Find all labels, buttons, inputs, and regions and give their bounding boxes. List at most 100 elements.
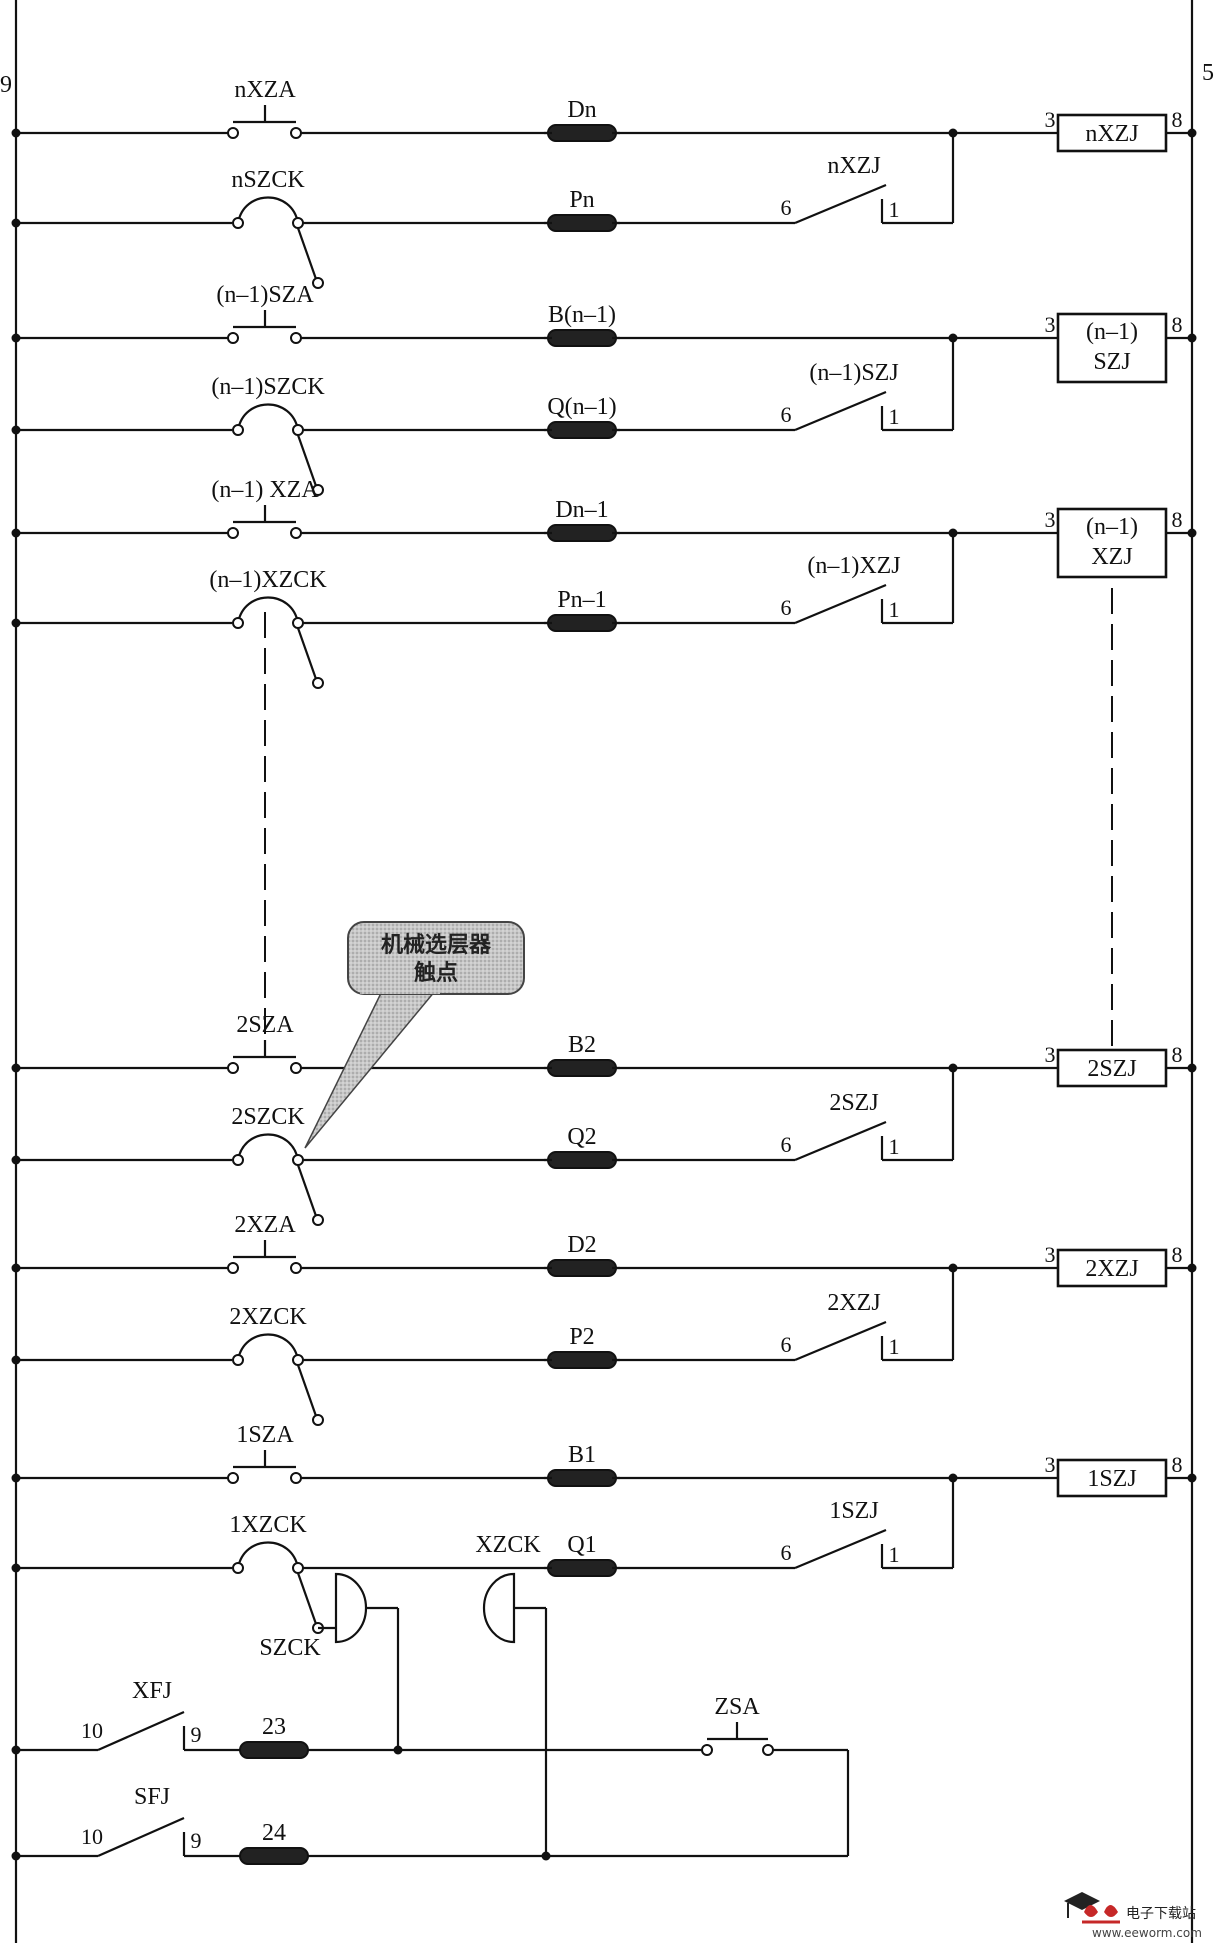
- pin-number: 1: [889, 1542, 900, 1567]
- relay-coil-label: XZJ: [1091, 544, 1132, 570]
- relay-coil-label: (n–1): [1086, 514, 1138, 540]
- callout-pointer: [304, 984, 442, 1149]
- pin-number: 8: [1172, 1042, 1183, 1067]
- holding-contact-blade: [794, 1320, 887, 1362]
- indicator-lamp: [547, 1559, 617, 1577]
- selector-arm: [296, 1164, 318, 1217]
- down-bell-icon: [482, 1572, 516, 1644]
- down-bell-label: XZCK: [475, 1532, 541, 1558]
- selector-terminal: [312, 484, 324, 496]
- pin-number: 1: [889, 404, 900, 429]
- pin-number: 8: [1172, 1242, 1183, 1267]
- selector-terminal: [292, 617, 304, 629]
- relay-coil-label: 2SZJ: [1087, 1056, 1136, 1082]
- indicator-lamp: [547, 1469, 617, 1487]
- relay-contact-blade: [97, 1816, 185, 1858]
- pin-number: 8: [1172, 107, 1183, 132]
- holding-contact-label: nXZJ: [827, 153, 880, 179]
- selector-terminal: [232, 617, 244, 629]
- lamp-label: Q1: [567, 1532, 596, 1558]
- holding-contact-blade: [794, 1528, 887, 1570]
- relay-coil: [1056, 507, 1168, 579]
- relay-coil-label: (n–1): [1086, 319, 1138, 345]
- up-bell-icon: [334, 1572, 368, 1644]
- selector-arm: [296, 434, 318, 487]
- button-label: nXZA: [234, 77, 296, 103]
- button-terminal: [227, 1262, 239, 1274]
- pin-number: 3: [1045, 507, 1056, 532]
- relay-coil-label: nXZJ: [1085, 121, 1138, 147]
- button-terminal: [290, 1262, 302, 1274]
- right-rail-label: 5: [1202, 60, 1214, 86]
- holding-contact-blade: [794, 390, 887, 432]
- selector-arm: [296, 1572, 318, 1625]
- pin-number: 10: [81, 1718, 103, 1743]
- indicator-lamp: [547, 1259, 617, 1277]
- lamp-label: Q(n–1): [547, 394, 616, 420]
- pin-number: 9: [191, 1722, 202, 1747]
- left-rail-label: 9: [0, 72, 12, 98]
- selector-label: 2SZCK: [231, 1104, 305, 1130]
- indicator-lamp: [547, 1059, 617, 1077]
- pin-number: 3: [1045, 312, 1056, 337]
- lamp-label: B2: [568, 1032, 596, 1058]
- selector-arc: [236, 196, 300, 224]
- relay-coil-label: SZJ: [1093, 349, 1130, 375]
- pin-number: 1: [889, 597, 900, 622]
- holding-contact-blade: [794, 183, 887, 225]
- lamp-label: Dn: [567, 97, 596, 123]
- callout-line-1: 机械选层器: [381, 932, 492, 958]
- button-terminal: [290, 332, 302, 344]
- indicator-lamp: [547, 1151, 617, 1169]
- pin-number: 6: [781, 595, 792, 620]
- button-terminal: [290, 1062, 302, 1074]
- selector-terminal: [292, 424, 304, 436]
- lamp-label: 24: [262, 1820, 286, 1846]
- lamp-label: Q2: [567, 1124, 596, 1150]
- pin-number: 8: [1172, 1452, 1183, 1477]
- selector-label: 1XZCK: [229, 1512, 307, 1538]
- selector-label: (n–1)SZCK: [211, 374, 325, 400]
- selector-arm: [296, 1364, 318, 1417]
- selector-terminal: [232, 1562, 244, 1574]
- button-label: 2XZA: [234, 1212, 296, 1238]
- selector-terminal: [312, 677, 324, 689]
- mechanical-linkages: [264, 588, 1113, 1052]
- lamp-label: B1: [568, 1442, 596, 1468]
- button-label: ZSA: [714, 1694, 760, 1720]
- button-terminal: [227, 527, 239, 539]
- lamp-label: P2: [569, 1324, 594, 1350]
- indicator-lamp: [547, 421, 617, 439]
- selector-terminal: [292, 1154, 304, 1166]
- lamp-label: Pn: [569, 187, 594, 213]
- selector-label: (n–1)XZCK: [209, 567, 327, 593]
- selector-arm: [296, 227, 318, 280]
- relay-contact-blade: [97, 1710, 185, 1752]
- indicator-lamp: [547, 214, 617, 232]
- holding-contact-label: 2SZJ: [829, 1090, 878, 1116]
- lamp-label: 23: [262, 1714, 286, 1740]
- pin-number: 6: [781, 1132, 792, 1157]
- selector-label: nSZCK: [231, 167, 305, 193]
- button-terminal: [762, 1744, 774, 1756]
- pin-number: 6: [781, 402, 792, 427]
- selector-arc: [236, 1541, 300, 1569]
- button-terminal: [227, 127, 239, 139]
- selector-terminal: [312, 277, 324, 289]
- pin-number: 3: [1045, 107, 1056, 132]
- holding-contact-label: 1SZJ: [829, 1498, 878, 1524]
- indicator-lamp: [547, 614, 617, 632]
- selector-terminal: [292, 1354, 304, 1366]
- relay-coil: [1056, 113, 1168, 153]
